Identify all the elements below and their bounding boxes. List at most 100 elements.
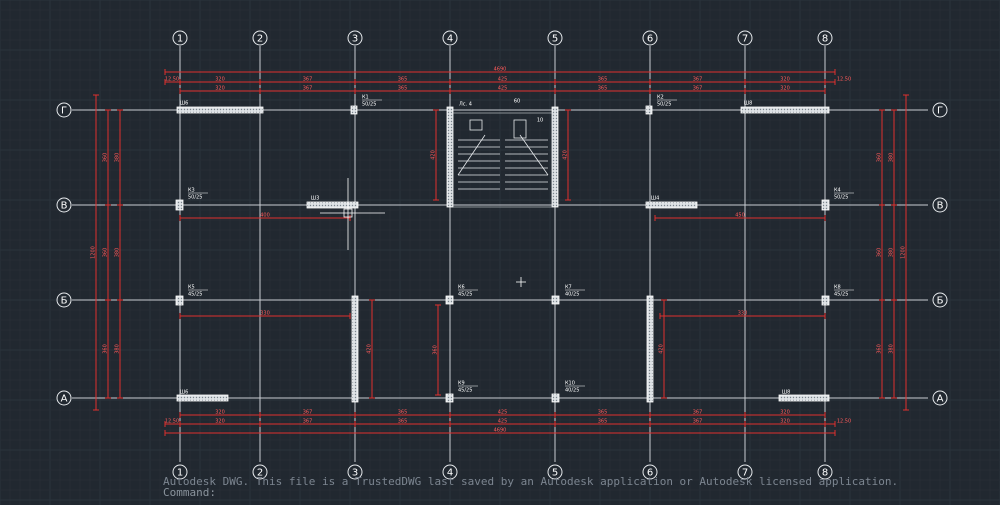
dim-text: 12.50 bbox=[165, 419, 179, 425]
dim-text: 320 bbox=[215, 86, 225, 92]
axis-label-row: Б bbox=[61, 296, 68, 307]
dim-text: 380 bbox=[889, 248, 895, 258]
axis-bubble bbox=[932, 102, 948, 118]
label-k10-size: 40/25 bbox=[565, 388, 579, 394]
axis-bubble bbox=[547, 30, 563, 46]
dim-text: 420 bbox=[563, 150, 569, 160]
label-wall-sh6-bottom: Ш6 bbox=[180, 390, 189, 396]
axis-bubble bbox=[56, 197, 72, 213]
label-k4-size: 50/25 bbox=[834, 195, 848, 201]
dim-text: 320 bbox=[780, 77, 790, 83]
dim-text: 360 bbox=[877, 153, 883, 163]
axis-bubble bbox=[56, 102, 72, 118]
axis-bubble bbox=[56, 390, 72, 406]
wall-col3-lower bbox=[351, 295, 359, 403]
axis-bubble bbox=[172, 464, 188, 480]
walls bbox=[175, 105, 830, 403]
column-k5 bbox=[175, 295, 184, 306]
dim-text: 367 bbox=[303, 77, 313, 83]
dim-text: 367 bbox=[693, 86, 703, 92]
axis-label-row: Г bbox=[61, 106, 67, 117]
wall-sh6-top bbox=[176, 106, 264, 114]
stair-landing bbox=[513, 119, 527, 139]
column-k2 bbox=[645, 105, 653, 115]
dim-text: 380 bbox=[889, 153, 895, 163]
label-k6-mark: К6 bbox=[458, 285, 465, 291]
label-k4-mark: К4 bbox=[834, 188, 841, 194]
axis-bubble bbox=[737, 30, 753, 46]
dim-text: 360 bbox=[877, 248, 883, 258]
dim-text: 360 bbox=[103, 153, 109, 163]
dim-text: 367 bbox=[693, 77, 703, 83]
axis-bubble bbox=[817, 30, 833, 46]
dim-text: 367 bbox=[303, 410, 313, 416]
dim-text: 367 bbox=[693, 410, 703, 416]
dim-text: 1200 bbox=[91, 246, 97, 259]
axis-label-column: 2 bbox=[257, 34, 263, 45]
axis-bubble bbox=[817, 464, 833, 480]
label-stair: Лс. 4 bbox=[459, 102, 472, 108]
column-k6 bbox=[445, 295, 454, 305]
wall-sh4 bbox=[645, 201, 698, 209]
wall-sh6-bottom bbox=[176, 394, 229, 402]
label-k7-size: 40/25 bbox=[565, 292, 579, 298]
dim-text: 365 bbox=[598, 410, 608, 416]
axis-bubble bbox=[932, 197, 948, 213]
axis-bubble bbox=[737, 464, 753, 480]
label-k3-size: 50/25 bbox=[188, 195, 202, 201]
dim-text: 367 bbox=[303, 86, 313, 92]
axis-bubble bbox=[932, 390, 948, 406]
label-k8-size: 45/25 bbox=[834, 292, 848, 298]
wall-sh3 bbox=[306, 201, 359, 209]
stair-frame bbox=[452, 112, 553, 208]
axis-bubble bbox=[547, 464, 563, 480]
axis-bubble bbox=[642, 30, 658, 46]
dim-text: 365 bbox=[598, 419, 608, 425]
dim-text: 380 bbox=[889, 344, 895, 354]
dim-text: 12.50 bbox=[837, 77, 851, 83]
axis-bubble bbox=[642, 464, 658, 480]
label-k6-size: 45/25 bbox=[458, 292, 472, 298]
wall-sh8-bottom bbox=[778, 394, 830, 402]
dim-text: 365 bbox=[398, 86, 408, 92]
axis-label-column: 8 bbox=[822, 468, 828, 479]
dim-text: 450 bbox=[735, 213, 745, 219]
dim-text: 380 bbox=[115, 344, 121, 354]
axis-bubble bbox=[442, 464, 458, 480]
dim-text: 4690 bbox=[494, 67, 507, 73]
dim-text: 425 bbox=[498, 419, 508, 425]
dim-text: 425 bbox=[498, 86, 508, 92]
column-k3 bbox=[175, 199, 184, 211]
label-wall-sh4: Ш4 bbox=[651, 196, 660, 202]
label-k9-size: 45/25 bbox=[458, 388, 472, 394]
dim-text: 365 bbox=[598, 77, 608, 83]
axis-bubble bbox=[252, 30, 268, 46]
axis-label-column: 3 bbox=[352, 468, 358, 479]
label-wall-sh8-bottom: Ш8 bbox=[782, 390, 791, 396]
label-k1-size: 50/25 bbox=[362, 102, 376, 108]
axis-label-column: 1 bbox=[177, 34, 183, 45]
dim-text: 365 bbox=[598, 86, 608, 92]
dim-text: 360 bbox=[103, 344, 109, 354]
label-k3-mark: К3 bbox=[188, 188, 195, 194]
stairwell bbox=[452, 112, 553, 208]
dim-text: 420 bbox=[431, 150, 437, 160]
stair-landing bbox=[469, 119, 483, 131]
stair-line bbox=[457, 134, 486, 176]
axis-label-column: 6 bbox=[647, 34, 653, 45]
column-labels bbox=[188, 99, 854, 387]
column-k9 bbox=[445, 393, 454, 403]
label-k2-mark: К2 bbox=[657, 95, 664, 101]
dim-text: 330 bbox=[260, 311, 270, 317]
wall-stair-right bbox=[551, 106, 559, 208]
axis-label-column: 6 bbox=[647, 468, 653, 479]
stair-line bbox=[519, 134, 549, 176]
dim-text: 425 bbox=[498, 410, 508, 416]
dim-text: 367 bbox=[303, 419, 313, 425]
axis-bubble bbox=[442, 30, 458, 46]
dim-text: 360 bbox=[433, 345, 439, 355]
label-stair-dim1: 60 bbox=[514, 99, 520, 105]
